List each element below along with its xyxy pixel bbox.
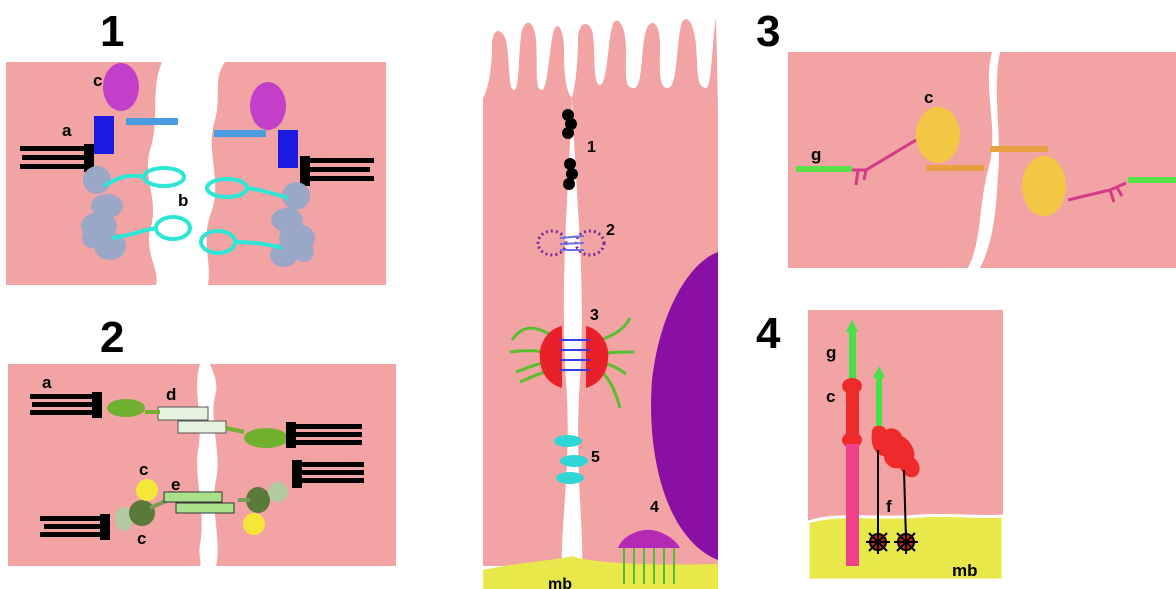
panel-3-left-yellow-bar [926,165,984,171]
panel-4-label-mb: mb [952,561,978,580]
panel-3-label-g: g [811,145,821,164]
panel-1: 1 [6,7,386,285]
center-label-5: 5 [591,449,600,466]
panel-4-g-stalk-1 [849,330,856,380]
panel-4-label-c: c [826,387,835,406]
panel-2-actin-lower-left [40,514,110,540]
panel-4-label-g: g [826,343,836,362]
panel-2-label-e: e [171,475,180,494]
center-label-2: 2 [606,222,615,239]
panel-2-label-a: a [42,373,52,392]
panel-2-actin-top-left [30,392,102,418]
panel-1-left-cell [6,62,162,285]
panel-1-label-b: b [178,191,188,210]
panel-4-label-f: f [886,497,892,516]
panel-1-left-actin [20,144,94,172]
panel-3-right-yellow-bar [990,146,1048,152]
panel-3-label-c: c [924,88,933,107]
panel-3-right-c-protein [1022,156,1066,216]
panel-2-green-mid-right [244,428,288,448]
panel-4-c-knob-1a [842,378,862,394]
center-left-cell [483,23,572,566]
panel-4-anchor-1 [866,530,890,554]
panel-2-label-c-bottom: c [137,529,146,548]
panel-3-left-g-bar [796,166,852,172]
panel-4-anchor-2 [894,530,918,554]
panel-4-g-stalk-2 [876,376,882,426]
panel-2-actin-mid-right [286,422,362,448]
panel-2-number: 2 [100,313,124,362]
center-label-mb: mb [548,576,572,589]
panel-3-right-cell [980,52,1176,268]
panel-1-label-c: c [93,71,102,90]
panel-1-number: 1 [100,7,124,56]
panel-2: 2 [8,313,396,566]
panel-4-number: 4 [756,309,781,358]
panel-3-left-c-protein [916,107,960,163]
panel-3: 3 c g [756,7,1176,268]
panel-1-right-c-protein [250,82,286,130]
panel-4: 4 g c f [756,309,1003,580]
panel-1-right-link [214,130,266,137]
center-label-4: 4 [650,499,659,516]
panel-1-left-a-block [94,116,114,154]
panel-1-left-c-protein [103,63,139,111]
panel-1-label-a: a [62,121,72,140]
center-label-3: 3 [590,307,599,324]
panel-4-pink-stalk [846,444,859,566]
panel-2-label-c-top: c [139,460,148,479]
panel-1-right-a-block [278,130,298,168]
panel-3-right-g-bar [1128,177,1176,183]
panel-2-green-top-left [107,399,145,417]
center-label-1: 1 [587,139,596,156]
panel-1-left-link [126,118,178,125]
center-epithelium: 1 2 3 5 4 mb [483,18,718,589]
panel-3-number: 3 [756,7,780,56]
panel-2-label-d: d [166,385,176,404]
